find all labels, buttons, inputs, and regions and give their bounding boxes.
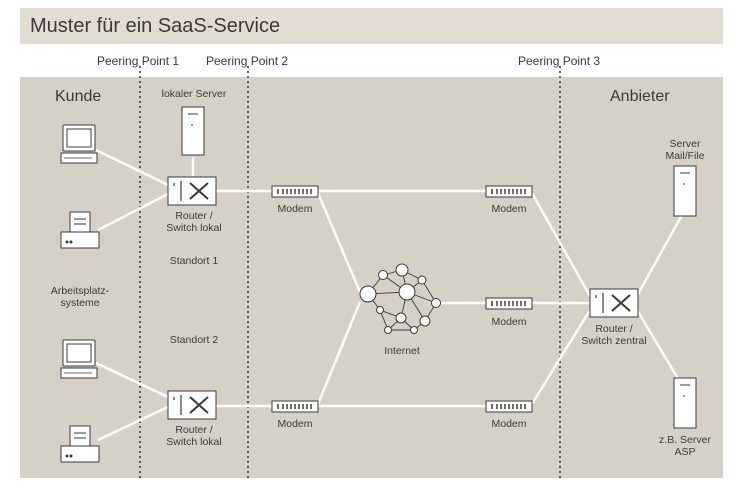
zone-customer-label: Kunde	[55, 88, 102, 105]
router-local-2-label: Router /Switch lokal	[166, 424, 222, 448]
diagram-area	[20, 77, 723, 478]
internet-network-icon	[359, 263, 441, 334]
router-central-label: Router /Switch zentral	[581, 323, 647, 347]
server-icon	[673, 165, 697, 217]
modem-icon	[271, 185, 319, 198]
server-icon	[673, 377, 697, 429]
server-icon	[181, 106, 205, 156]
printer-icon	[60, 211, 100, 249]
zone-provider-label: Anbieter	[610, 88, 670, 105]
printer-icon	[60, 425, 100, 463]
workstation-icon	[60, 124, 98, 164]
peering-point-2-label: Peering Point 2	[206, 54, 289, 68]
connection-lines	[95, 148, 684, 442]
modem-icon	[485, 400, 533, 413]
modem-icon	[271, 400, 319, 413]
modem-icon	[485, 297, 533, 310]
modem-label: Modem	[491, 418, 527, 430]
router-switch-icon	[589, 288, 639, 318]
router-switch-icon	[167, 176, 217, 206]
site-1-label: Standort 1	[169, 255, 219, 267]
peering-point-1-label: Peering Point 1	[97, 54, 180, 68]
workstations-label: Arbeitsplatz-systeme	[50, 285, 110, 309]
local-server-label: lokaler Server	[161, 88, 227, 100]
modem-label: Modem	[277, 418, 313, 430]
peering-point-3-label: Peering Point 3	[518, 54, 601, 68]
modem-label: Modem	[491, 203, 527, 215]
internet-label: Internet	[384, 345, 420, 357]
modem-icon	[485, 185, 533, 198]
title-bar: Muster für ein SaaS-Service	[20, 8, 723, 44]
site-2-label: Standort 2	[169, 334, 219, 346]
modem-label: Modem	[277, 203, 313, 215]
workstation-icon	[60, 339, 98, 379]
router-local-1-label: Router /Switch lokal	[166, 210, 222, 234]
modem-label: Modem	[491, 316, 527, 328]
router-switch-icon	[167, 390, 217, 420]
diagram-title: Muster für ein SaaS-Service	[30, 15, 281, 37]
